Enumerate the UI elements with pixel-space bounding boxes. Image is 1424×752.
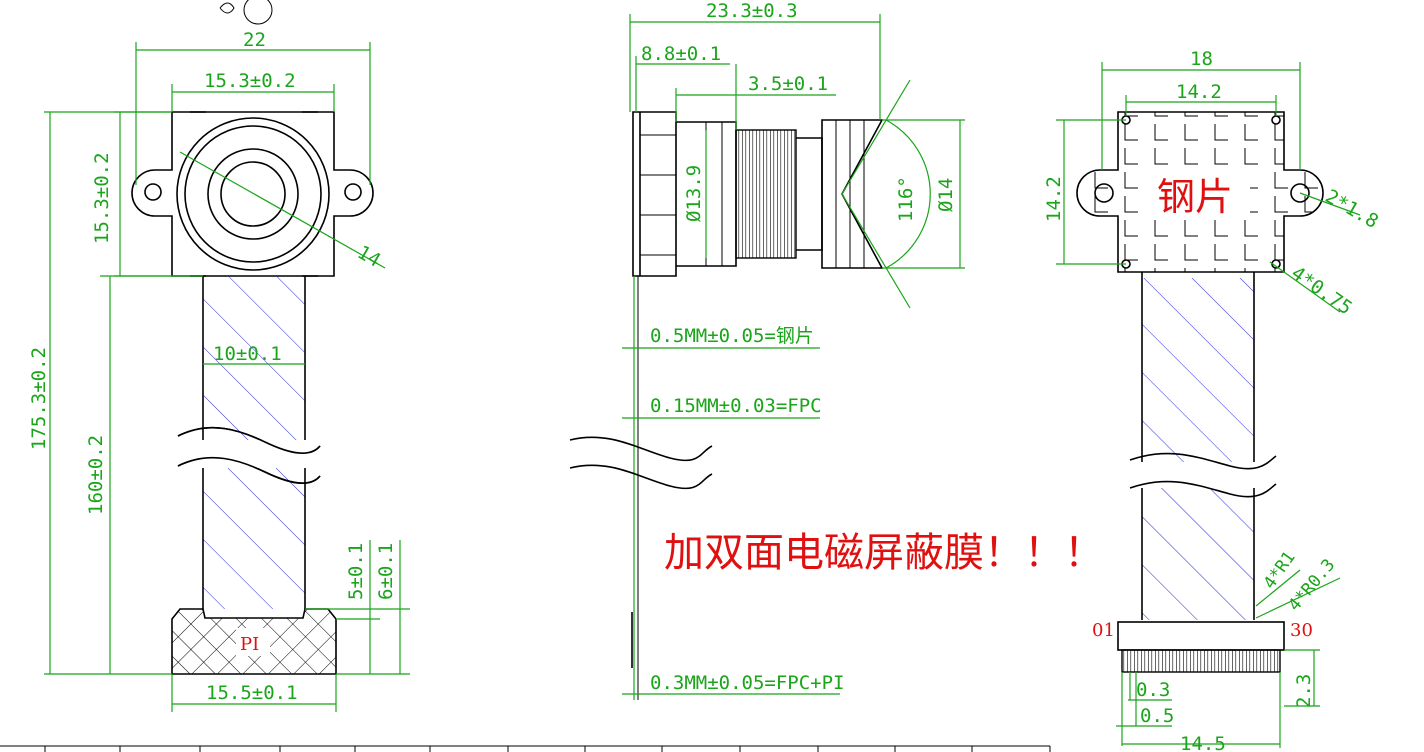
lens-dia-dim: Ø14 <box>935 178 957 212</box>
title-block-edge <box>0 745 1051 752</box>
back-height-dim: 14.2 <box>1043 176 1065 222</box>
width-total-dim: 22 <box>243 29 266 51</box>
pin-first-label: 01 <box>1092 620 1115 641</box>
back-view: 钢片 18 14.2 14.2 2*1.8 4*0.75 4*R1 4*R0.3 <box>1043 48 1382 752</box>
lens-head <box>821 119 884 269</box>
corner-r1-dim: 4*R1 <box>1260 548 1300 593</box>
mount-holes-dim: 2*1.8 <box>1322 185 1383 233</box>
small-holes-dim: 4*0.75 <box>1287 262 1356 319</box>
pad-width-dim: 0.5 <box>1140 705 1174 727</box>
lens-inner-ring <box>207 148 299 240</box>
thread-height-dim: 3.5±0.1 <box>748 73 828 95</box>
front-view: 14 22 15.3±0.2 15.3±0.2 10±0.1 PI <box>28 0 410 712</box>
fpc-thickness-dim: 0.15MM±0.03=FPC <box>650 395 822 417</box>
lens-diagonal-dim: 14 <box>354 241 385 271</box>
shielding-note: 加双面电磁屏蔽膜！！！ <box>664 530 1104 576</box>
lens-outer-ring <box>176 117 330 271</box>
steel-label: 钢片 <box>1157 175 1233 219</box>
holder-height-side-dim: 8.8±0.1 <box>641 43 721 65</box>
stiffener-5-dim: 5±0.1 <box>345 543 367 600</box>
connector-width-dim: 14.5 <box>1180 733 1226 752</box>
holder-height-dim: 15.3±0.2 <box>91 152 113 244</box>
back-flex-cable <box>1142 278 1254 620</box>
lens-thread <box>735 129 797 259</box>
top-glyph <box>219 0 273 25</box>
flex-length-dim: 160±0.2 <box>85 435 107 515</box>
pi-thickness-dim: 0.3MM±0.05=FPC+PI <box>650 672 844 694</box>
hole-span-dim: 14.2 <box>1176 81 1222 103</box>
connector-height-dim: 2.3 <box>1293 674 1315 708</box>
steel-thickness-dim: 0.5MM±0.05=钢片 <box>650 325 814 347</box>
connector-body <box>1117 621 1285 651</box>
holder-outline <box>131 111 374 277</box>
side-view: 116° Ø14 Ø13.9 23.3±0.3 8.8±0.1 3.5±0.1 … <box>569 0 1104 700</box>
stiffener-6-dim: 6±0.1 <box>375 543 397 600</box>
connector-pins <box>1121 649 1281 673</box>
thread-dia-dim: Ø13.9 <box>683 165 705 222</box>
pitch-dim: 0.3 <box>1136 679 1170 701</box>
back-width-dim: 18 <box>1190 48 1213 70</box>
holder-width-dim: 15.3±0.2 <box>204 70 296 92</box>
total-height-dim: 23.3±0.3 <box>706 0 798 22</box>
fov-dim: 116° <box>895 176 917 222</box>
total-length-dim: 175.3±0.2 <box>28 347 50 450</box>
flex-width-dim: 10±0.1 <box>213 343 282 365</box>
pi-width-dim: 15.5±0.1 <box>206 682 298 704</box>
pin-last-label: 30 <box>1290 620 1313 641</box>
pi-label: PI <box>240 634 259 655</box>
